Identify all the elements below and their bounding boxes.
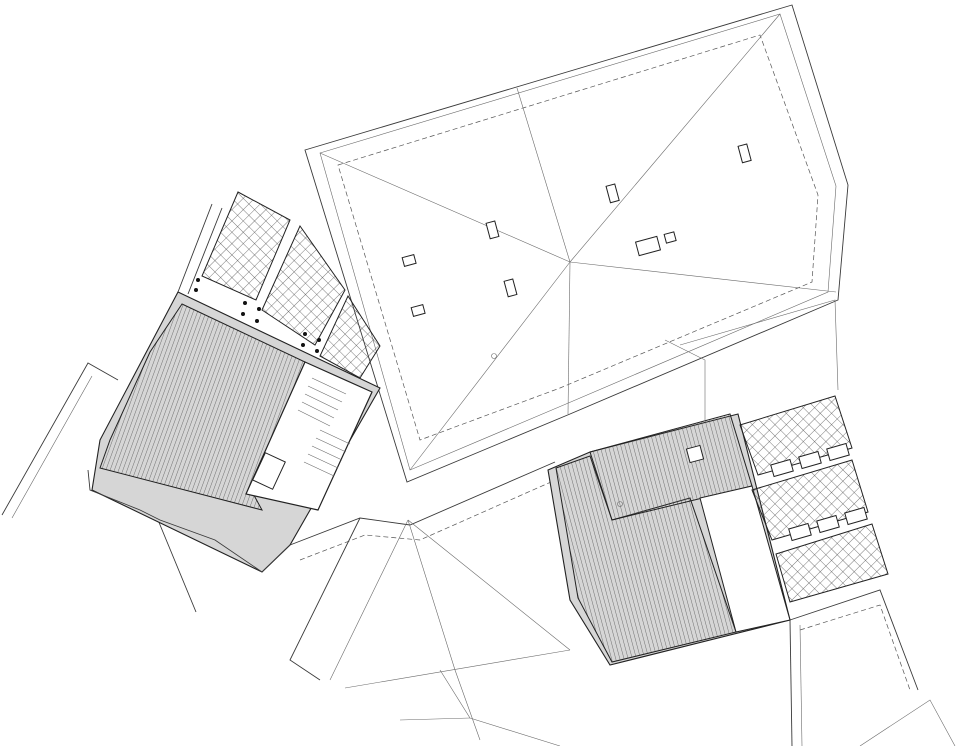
roof-vent <box>605 183 620 204</box>
terrace-deck-e <box>751 459 869 541</box>
roof-drain <box>617 501 623 507</box>
site-line <box>1 362 119 516</box>
terrace-deck-a <box>201 191 291 301</box>
hip-line-nw <box>319 152 571 263</box>
path-edge-dashed <box>299 477 561 561</box>
path-edge <box>344 649 571 689</box>
main-roof-eave-dashed <box>337 34 819 441</box>
roof-vent <box>401 253 417 267</box>
right-building-base <box>799 624 803 746</box>
right-building-eave <box>799 604 911 691</box>
site-line <box>157 519 197 613</box>
terrace-deck-c <box>319 294 381 379</box>
site-paths <box>289 299 839 746</box>
path-edge <box>407 519 481 741</box>
roof-vent <box>410 303 426 317</box>
right-building-base <box>789 619 793 746</box>
roof-vent <box>485 220 500 240</box>
path-edge <box>329 519 409 681</box>
parapet <box>177 203 213 293</box>
site-line <box>859 699 956 746</box>
skylight <box>252 452 286 490</box>
site-line <box>11 375 93 519</box>
main-roof-outline <box>304 4 849 483</box>
terrace-deck-d <box>739 395 853 476</box>
roof-vent <box>663 231 677 244</box>
roof-vent <box>737 143 752 164</box>
left-building <box>1 191 381 613</box>
terrace-deck-b <box>261 224 346 346</box>
skylight <box>685 444 705 464</box>
path-edge <box>679 299 839 391</box>
right-building <box>547 395 956 746</box>
path-edge <box>289 461 556 546</box>
railing-posts <box>194 278 321 353</box>
path-edge <box>664 339 706 420</box>
ridge-line-north <box>516 87 571 263</box>
terrace-deck-f <box>775 523 889 603</box>
deck-gaps <box>770 442 868 542</box>
roof-drain <box>491 353 497 359</box>
hip-line-sw <box>409 261 571 471</box>
stair-treads <box>297 377 351 477</box>
hip-line-se <box>569 261 837 293</box>
path-edge <box>439 669 561 746</box>
main-roof-inner-edge <box>319 13 837 471</box>
path-edge <box>407 519 571 651</box>
hip-line-ne <box>569 13 781 263</box>
parapet <box>187 207 223 295</box>
roof-vent <box>503 278 518 298</box>
left-building-base <box>87 469 291 573</box>
right-building-base <box>789 589 919 691</box>
main-hip-roof <box>304 4 849 483</box>
roof-skylight <box>634 235 662 257</box>
ridge-line-south <box>567 261 571 415</box>
right-building-roof-hatch <box>555 455 737 663</box>
path-edge <box>289 517 361 681</box>
path-edge <box>399 717 471 721</box>
roof-vent-group <box>401 143 752 359</box>
